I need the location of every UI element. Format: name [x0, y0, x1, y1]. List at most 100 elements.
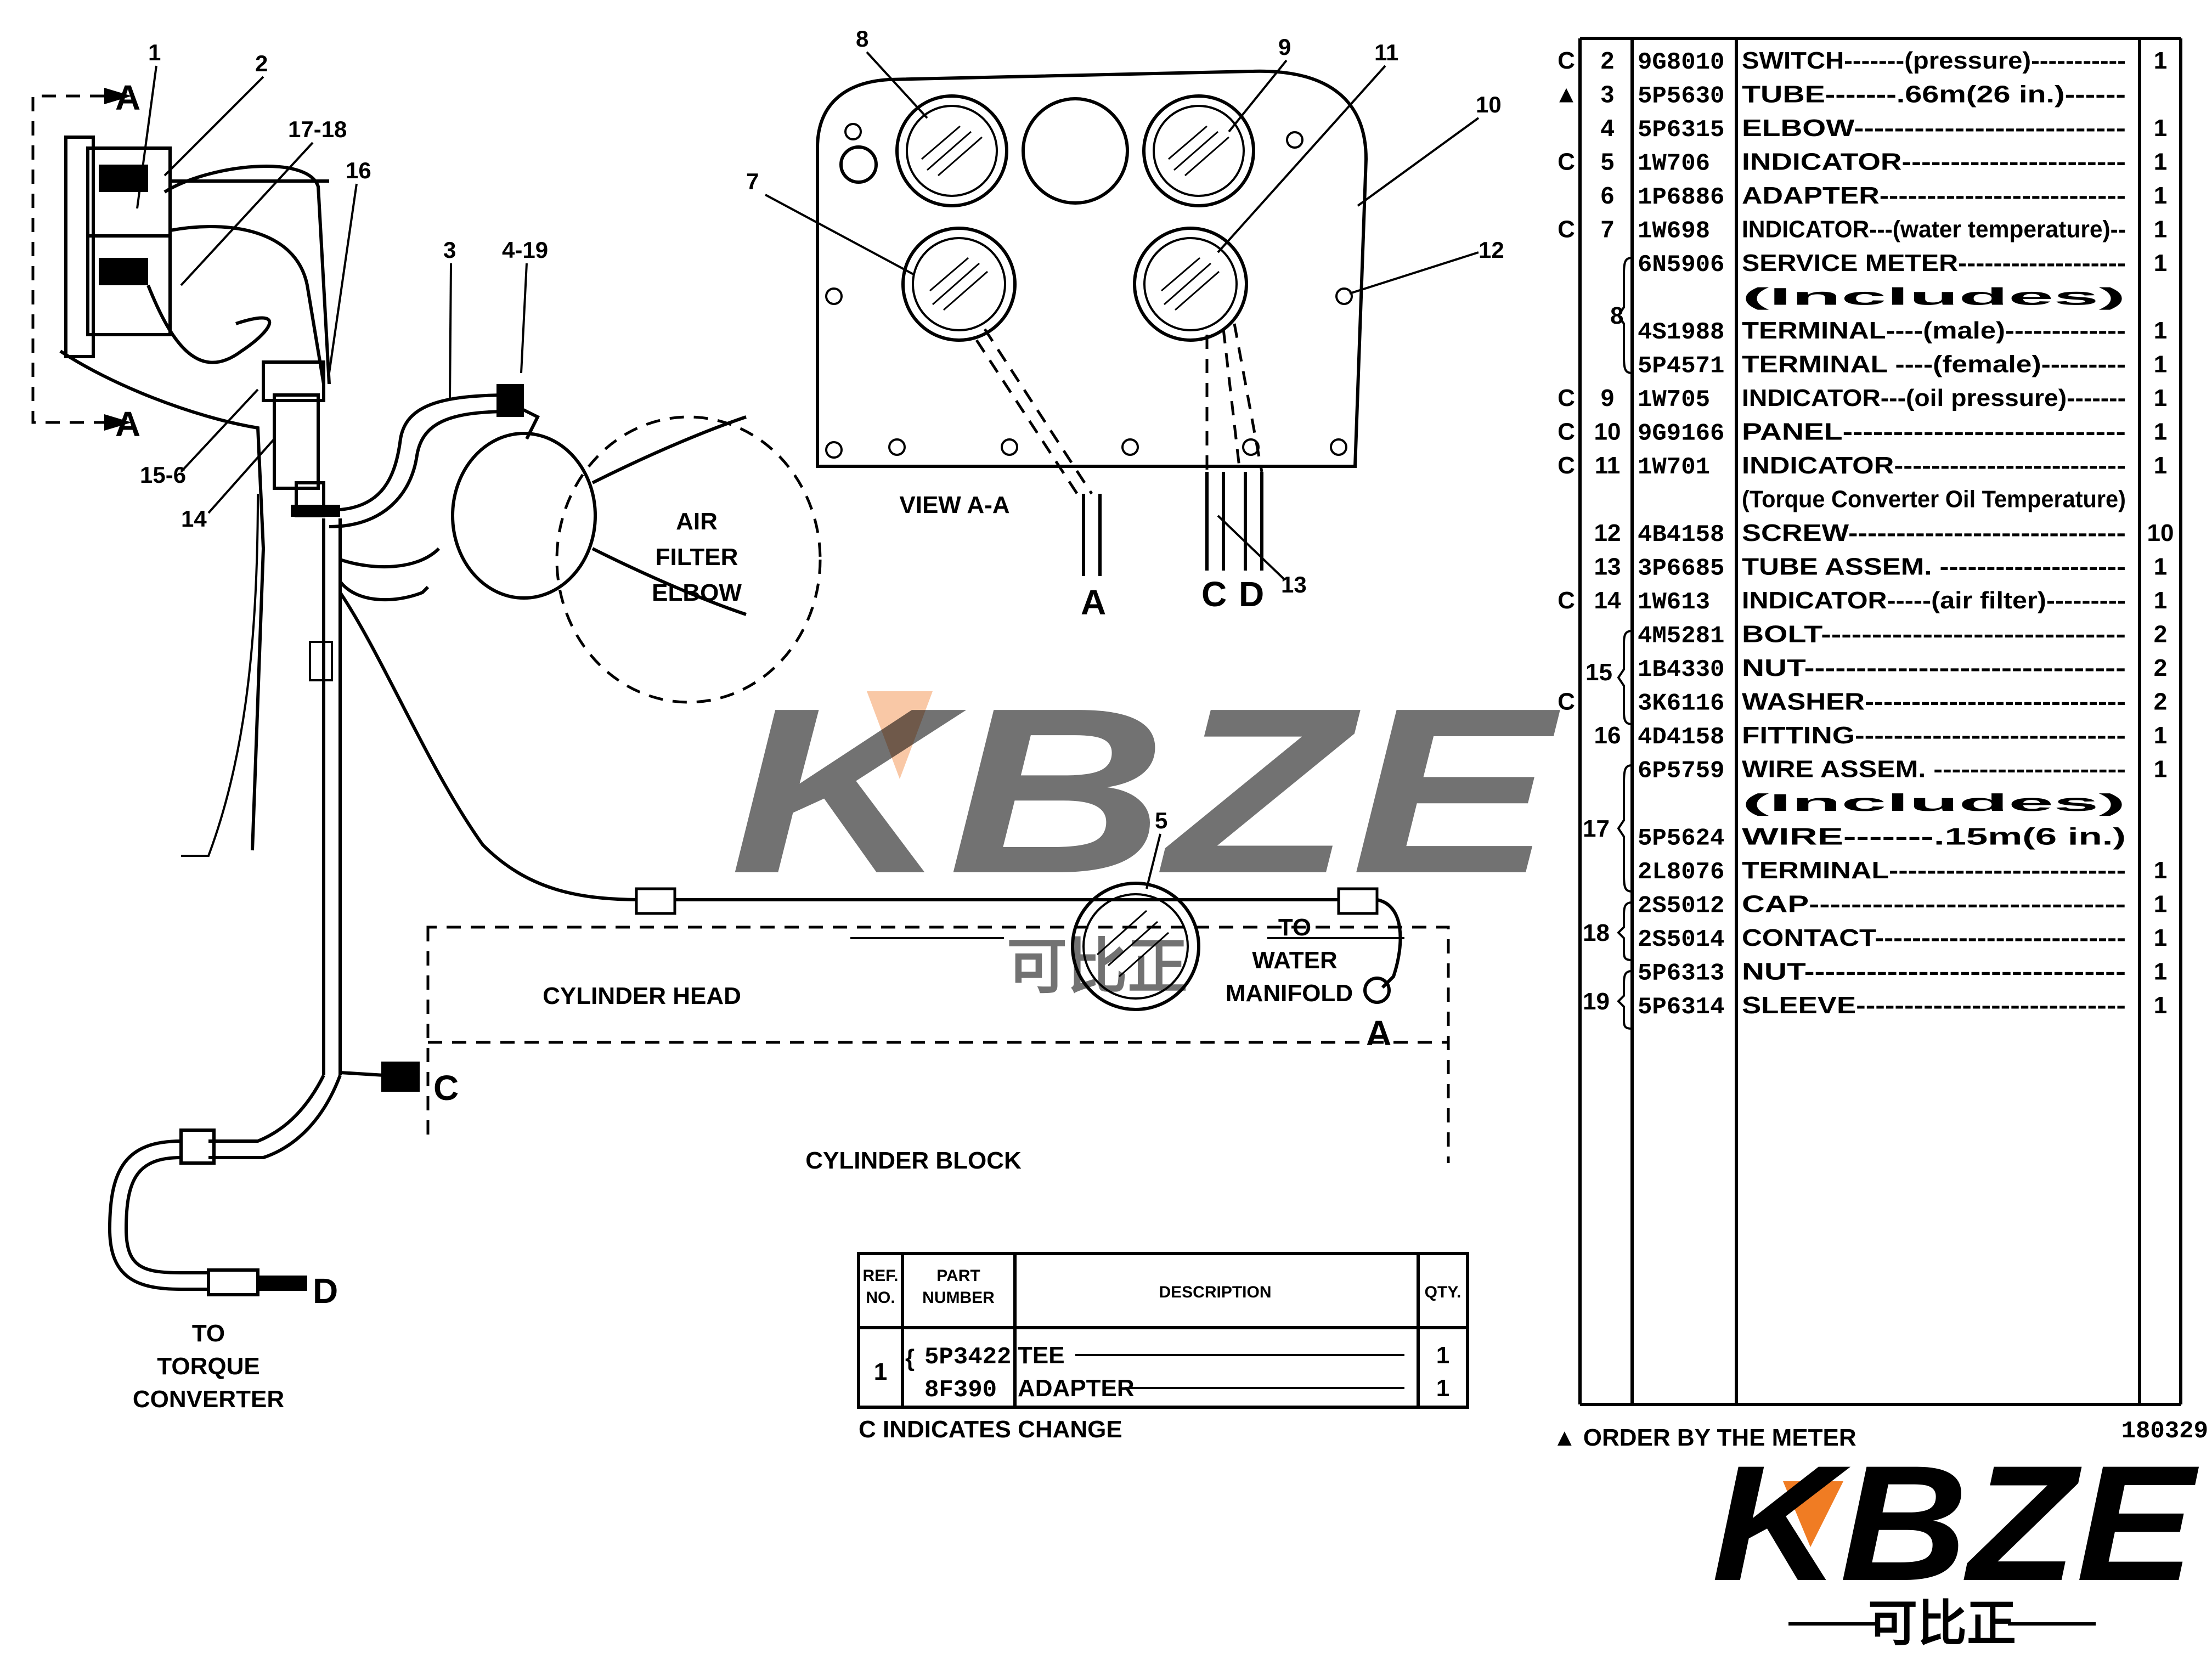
- parts-row-2-ref: 3: [1601, 81, 1614, 108]
- parts-row-4-ref: 5: [1601, 149, 1614, 176]
- parts-row-28-qty: 1: [2154, 958, 2167, 985]
- parts-row-15-desc: SCREW-----------------------------: [1742, 520, 2126, 546]
- parts-row-27-desc: CONTACT---------------------------: [1742, 924, 2126, 951]
- air-filter-elbow: AIR FILTER ELBOW: [451, 415, 822, 704]
- small-row-1-part: 5P3422: [924, 1344, 1011, 1371]
- parts-row-11-part: 1W705: [1638, 386, 1710, 414]
- parts-row-18-desc: BOLT------------------------------: [1742, 621, 2126, 648]
- parts-row-13-ref: 11: [1595, 452, 1621, 479]
- parts-row-3-part: 5P6315: [1638, 116, 1724, 144]
- parts-row-26-part: 2S5012: [1638, 893, 1724, 920]
- parts-row-6-desc: INDICATOR---(water temperature)--: [1742, 216, 2126, 243]
- parts-row-25-desc: TERMINAL-------------------------: [1742, 857, 2126, 884]
- parts-row-20-c: C: [1558, 689, 1575, 715]
- callout-1: 1: [148, 40, 161, 65]
- svg-text:{: {: [905, 1345, 915, 1372]
- cylinder-head-label: CYLINDER HEAD: [543, 983, 741, 1009]
- drawing-number: 180329: [2121, 1418, 2208, 1445]
- parts-row-5-desc: ADAPTER--------------------------: [1742, 182, 2126, 209]
- callout-5: 5: [1155, 808, 1167, 833]
- parts-row-16-ref: 13: [1594, 554, 1621, 580]
- parts-row-17-c: C: [1558, 587, 1575, 614]
- small-parts-table: REF. NO. PART NUMBER DESCRIPTION QTY. 1 …: [857, 1252, 1469, 1443]
- callout-9: 9: [1278, 34, 1291, 60]
- view-tube-d: D: [1239, 574, 1264, 614]
- parts-row-4-qty: 1: [2154, 149, 2167, 176]
- parts-row-11-desc: INDICATOR---(oil pressure)-------: [1742, 385, 2126, 411]
- parts-row-1-qty: 1: [2154, 47, 2167, 74]
- small-hdr-part-1: PART: [936, 1267, 980, 1285]
- parts-row-15-part: 4B4158: [1638, 521, 1724, 549]
- small-hdr-part-2: NUMBER: [922, 1289, 995, 1307]
- parts-row-20-qty: 2: [2154, 689, 2167, 715]
- parts-row-25-qty: 1: [2154, 857, 2167, 884]
- section-mark-a-manifold: A: [1366, 1013, 1391, 1053]
- parts-row-1-part: 9G8010: [1638, 49, 1724, 76]
- section-mark-a-top: A: [115, 78, 140, 117]
- change-note: C INDICATES CHANGE: [859, 1416, 1122, 1443]
- callout-3: 3: [443, 237, 456, 263]
- parts-row-29-desc: SLEEVE----------------------------: [1742, 992, 2126, 1019]
- water-manifold-label-2: WATER: [1252, 947, 1338, 974]
- torque-converter-label-2: TORQUE: [157, 1353, 259, 1380]
- panel-screws: [825, 123, 1353, 459]
- torque-converter-label-1: TO: [192, 1320, 225, 1347]
- parts-row-19-desc: NUT-------------------------------: [1742, 654, 2126, 681]
- kbze-logo: KBZE 可比正: [1712, 1431, 2201, 1651]
- parts-row-7-part: 6N5906: [1638, 251, 1724, 279]
- callout-2: 2: [255, 50, 268, 76]
- parts-row-12-part: 9G9166: [1638, 420, 1724, 448]
- parts-row-26-desc: CAP------------------------------: [1742, 891, 2126, 918]
- callout-8: 8: [856, 26, 868, 52]
- parts-row-21-part: 4D4158: [1638, 724, 1724, 751]
- parts-row-16-part: 3P6685: [1638, 555, 1724, 583]
- parts-row-11-ref: 9: [1601, 385, 1614, 411]
- small-row-2-desc: ADAPTER: [1018, 1375, 1135, 1402]
- parts-row-21-ref: 16: [1594, 722, 1621, 749]
- parts-row-12-qty: 1: [2154, 419, 2167, 445]
- parts-row-26-qty: 1: [2154, 891, 2167, 918]
- parts-row-29-part: 5P6314: [1638, 994, 1724, 1021]
- section-mark-d-torque: D: [313, 1271, 338, 1311]
- view-tube-a: A: [1081, 583, 1106, 622]
- parts-row-3-ref: 4: [1601, 115, 1615, 142]
- small-hdr-desc: DESCRIPTION: [1159, 1283, 1271, 1301]
- kbze-watermark: KBZE 可比正: [730, 659, 1564, 1001]
- parts-row-4-c: C: [1558, 149, 1575, 176]
- section-mark-c-block: C: [433, 1068, 459, 1108]
- callout-16: 16: [346, 157, 371, 183]
- air-filter-label-2: FILTER: [656, 544, 738, 571]
- parts-row-4-part: 1W706: [1638, 150, 1710, 178]
- parts-row-16-desc: TUBE ASSEM. --------------------: [1742, 554, 2126, 580]
- parts-row-5-qty: 1: [2154, 182, 2167, 209]
- parts-row-1-desc: SWITCH-------(pressure)-----------: [1742, 47, 2126, 74]
- parts-row-6-ref: 7: [1601, 216, 1614, 243]
- small-row-1-qty: 1: [1436, 1342, 1449, 1369]
- parts-row-13-part: 1W701: [1638, 454, 1710, 481]
- parts-row-18-part: 4M5281: [1638, 623, 1724, 650]
- parts-row-9-desc: TERMINAL----(male)-------------: [1742, 317, 2126, 344]
- parts-row-17-part: 1W613: [1638, 589, 1710, 616]
- parts-row-14-desc: (Torque Converter Oil Temperature): [1742, 486, 2126, 513]
- parts-row-4-desc: INDICATOR-----------------------: [1742, 149, 2126, 176]
- callout-14: 14: [181, 506, 207, 532]
- water-manifold-label-1: TO: [1278, 914, 1311, 941]
- gauge-cluster-assembly: A A: [31, 78, 441, 1075]
- parts-row-3-qty: 1: [2154, 115, 2167, 142]
- callout-13: 13: [1281, 572, 1307, 597]
- order-footnote: ▲ ORDER BY THE METER: [1553, 1424, 1857, 1451]
- small-hdr-ref-2: NO.: [866, 1289, 895, 1307]
- indicator-5: [1071, 882, 1200, 1011]
- parts-row-16-qty: 1: [2154, 554, 2167, 580]
- group-ref-18: 18: [1583, 919, 1610, 946]
- callout-15-6: 15-6: [140, 462, 186, 488]
- parts-row-10-qty: 1: [2154, 351, 2167, 378]
- parts-row-2-part: 5P5630: [1638, 83, 1724, 110]
- parts-row-19-qty: 2: [2154, 654, 2167, 681]
- parts-row-6-part: 1W698: [1638, 218, 1710, 245]
- small-row-2-qty: 1: [1436, 1375, 1449, 1402]
- parts-row-23-desc: (Includes): [1742, 789, 2126, 816]
- parts-row-12-desc: PANEL----------------------------: [1742, 419, 2126, 445]
- group-ref-19: 19: [1583, 988, 1610, 1015]
